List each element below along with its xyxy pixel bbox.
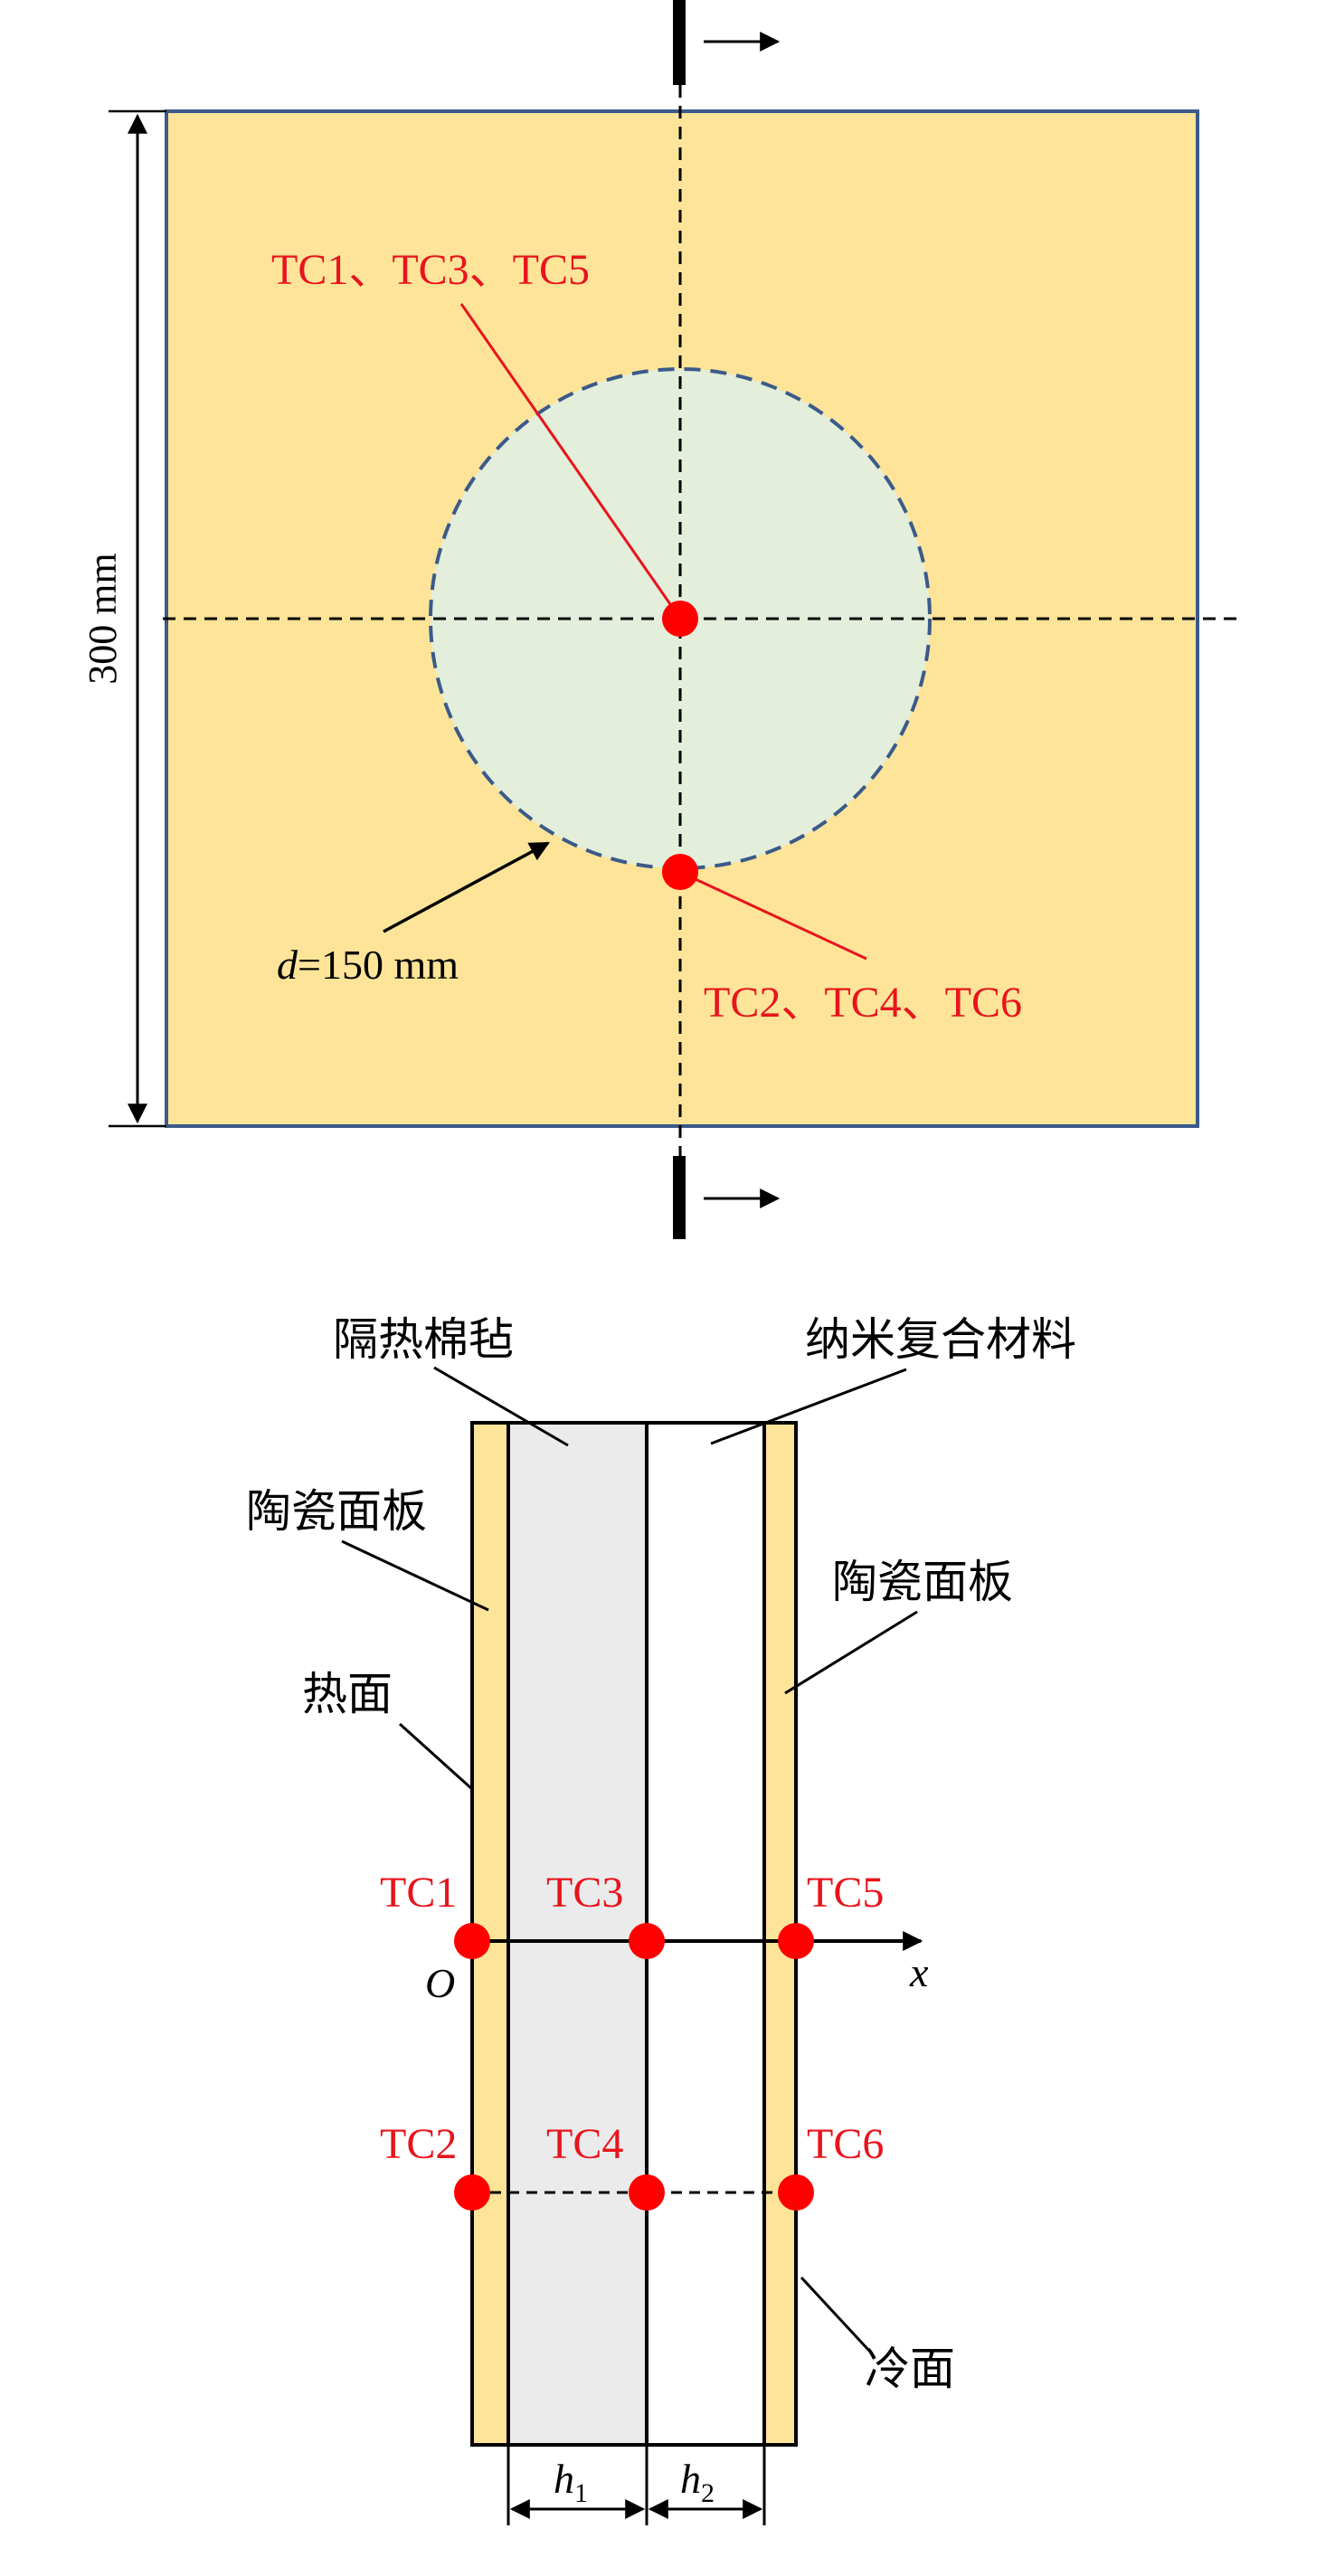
nano-label: 纳米复合材料 xyxy=(805,1314,1076,1365)
diameter-label: d=150 mm xyxy=(277,942,459,988)
sensor-dot-edge xyxy=(662,854,698,890)
h1-label: h1 xyxy=(554,2456,588,2508)
sensor-dot-tc3 xyxy=(629,1923,665,1959)
leader-edge-sensors xyxy=(683,872,867,961)
sensor-label-tc1: TC1 xyxy=(380,1869,457,1917)
sensor-label-tc3: TC3 xyxy=(546,1869,623,1917)
ceramic-right-leader xyxy=(784,1610,918,1695)
nano-composite-layer xyxy=(645,1421,766,2447)
nano-leader xyxy=(710,1368,907,1445)
section-cut-top xyxy=(673,0,686,85)
sensor-label-tc2: TC2 xyxy=(380,2120,457,2168)
sensor-dot-tc1 xyxy=(454,1923,490,1959)
sensor-dot-tc4 xyxy=(629,2174,665,2211)
ceramic-right-label: 陶瓷面板 xyxy=(832,1557,1013,1607)
ceramic-left-label: 陶瓷面板 xyxy=(246,1486,427,1537)
dimension-label: 300 mm xyxy=(80,553,125,684)
sensor-label-tc6: TC6 xyxy=(807,2120,884,2168)
edge-sensors-label: TC2、TC4、TC6 xyxy=(704,979,1022,1027)
felt-leader xyxy=(433,1366,569,1447)
ceramic-left-leader xyxy=(341,1539,489,1612)
hot-face-label: 热面 xyxy=(302,1669,393,1719)
top-view: 300 mm TC1、TC3、TC5 TC2、TC4、TC6 d=150 mm xyxy=(80,0,1241,1239)
center-sensors-label: TC1、TC3、TC5 xyxy=(271,246,590,294)
sensor-dot-center xyxy=(662,601,698,637)
section-cut-bottom xyxy=(673,1156,686,1239)
cold-face-label: 冷面 xyxy=(865,2344,955,2394)
sensor-label-tc4: TC4 xyxy=(546,2120,623,2168)
diameter-arrow xyxy=(383,841,550,933)
sensor-dot-tc5 xyxy=(778,1923,814,1959)
x-axis-label: x xyxy=(909,1949,929,1995)
felt-label: 隔热棉毡 xyxy=(333,1314,514,1365)
h2-label: h2 xyxy=(680,2456,715,2508)
sensor-dot-tc2 xyxy=(454,2174,490,2211)
origin-label: O xyxy=(425,1960,455,2006)
sensor-label-tc5: TC5 xyxy=(807,1869,884,1917)
sensor-dot-tc6 xyxy=(778,2174,814,2211)
section-view: 隔热棉毡 纳米复合材料 陶瓷面板 陶瓷面板 热面 冷面 x O TC1 TC3 … xyxy=(246,1314,1076,2525)
hot-face-leader xyxy=(398,1722,474,1791)
leader-center-sensors xyxy=(459,303,678,614)
insulation-felt-layer xyxy=(507,1421,649,2447)
cold-face-leader xyxy=(800,2276,872,2353)
